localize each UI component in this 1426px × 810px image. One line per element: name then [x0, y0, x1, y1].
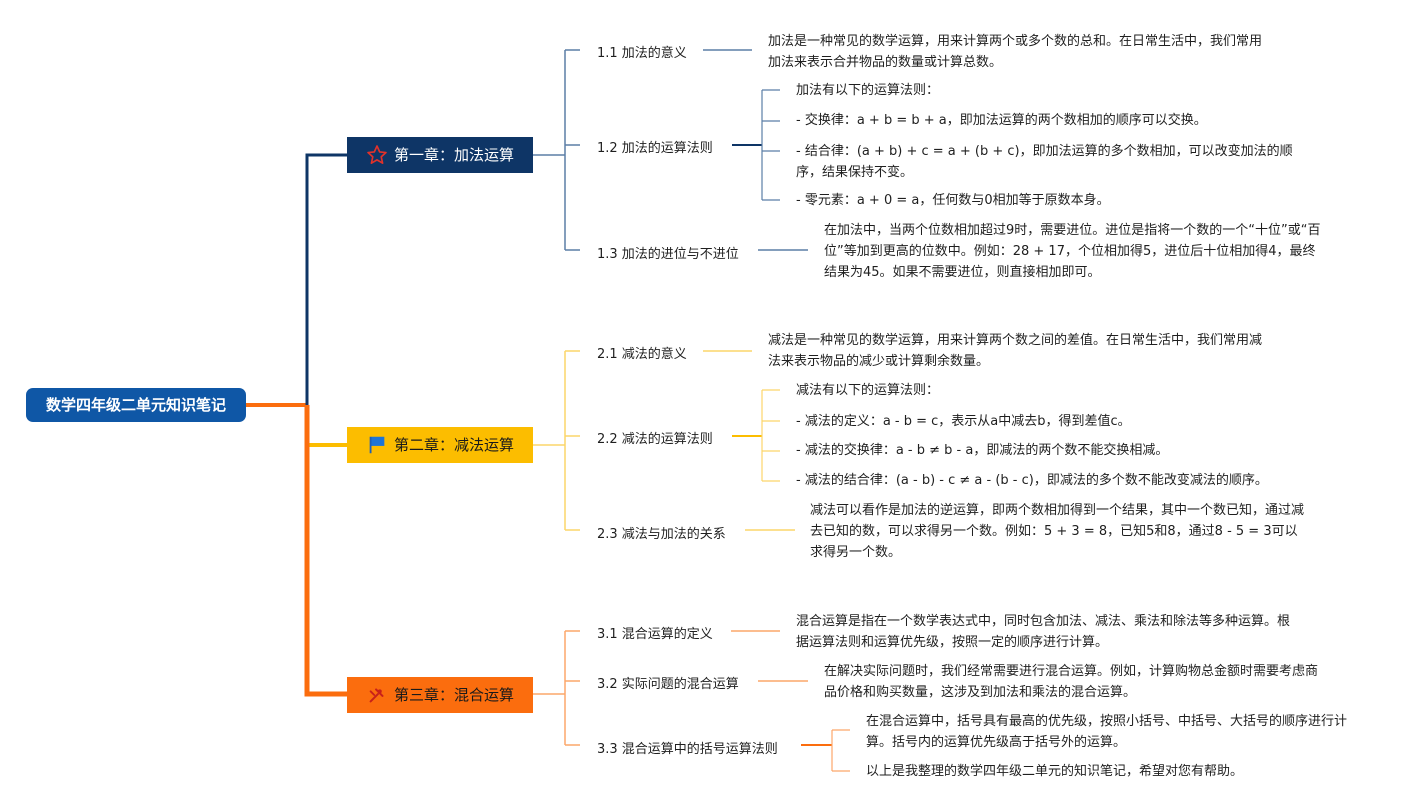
section-3-3[interactable]: 3.3 混合运算中的括号运算法则	[597, 742, 778, 757]
tools-icon	[366, 684, 388, 706]
note-1-3-1: 在加法中，当两个位数相加超过9时，需要进位。进位是指将一个数的一个“十位”或“百…	[824, 223, 1321, 280]
note-2-2-1: 减法有以下的运算法则：	[796, 383, 940, 398]
section-2-2[interactable]: 2.2 减法的运算法则	[597, 432, 713, 447]
note-3-1-1: 混合运算是指在一个数学表达式中，同时包含加法、减法、乘法和除法等多种运算。根据运…	[796, 614, 1291, 650]
section-1-2[interactable]: 1.2 加法的运算法则	[597, 141, 713, 156]
section-1-2-stubs	[762, 89, 780, 201]
note-2-2-3: - 减法的交换律：a - b ≠ b - a，即减法的两个数不能交换相减。	[796, 443, 1169, 458]
section-3-2[interactable]: 3.2 实际问题的混合运算	[597, 677, 739, 692]
chapter-3-section-stubs	[565, 630, 580, 746]
star-icon	[366, 144, 388, 166]
chapter-2-node[interactable]: 第二章：减法运算	[347, 427, 533, 463]
root-to-chapter-2-line	[305, 405, 347, 447]
section-1-1[interactable]: 1.1 加法的意义	[597, 46, 687, 61]
note-1-2-3: - 结合律：(a + b) + c = a + (b + c)，即加法运算的多个…	[796, 144, 1293, 180]
flag-icon	[366, 434, 388, 456]
root-topic[interactable]: 数学四年级二单元知识笔记	[26, 388, 246, 422]
chapter-1-title: 第一章：加法运算	[393, 146, 514, 164]
chapter-3-title: 第三章：混合运算	[393, 686, 514, 704]
note-3-3-2: 以上是我整理的数学四年级二单元的知识笔记，希望对您有帮助。	[866, 764, 1244, 779]
section-2-2-stubs	[762, 389, 780, 482]
section-1-3[interactable]: 1.3 加法的进位与不进位	[597, 247, 739, 262]
note-2-2-2: - 减法的定义：a - b = c，表示从a中减去b，得到差值c。	[796, 414, 1131, 429]
note-3-3-1: 在混合运算中，括号具有最高的优先级，按照小括号、中括号、大括号的顺序进行计算。括…	[866, 714, 1348, 750]
note-2-2-4: - 减法的结合律：(a - b) - c ≠ a - (b - c)，即减法的多…	[796, 473, 1268, 488]
section-3-1[interactable]: 3.1 混合运算的定义	[597, 627, 713, 642]
root-to-chapter-1-line	[305, 153, 347, 405]
chapter-1-node[interactable]: 第一章：加法运算	[347, 137, 533, 173]
root-title: 数学四年级二单元知识笔记	[45, 396, 226, 414]
chapter-2-title: 第二章：减法运算	[393, 436, 514, 454]
note-3-2-1: 在解决实际问题时，我们经常需要进行混合运算。例如，计算购物总金额时需要考虑商品价…	[824, 664, 1319, 700]
note-1-2-4: - 零元素：a + 0 = a，任何数与0相加等于原数本身。	[796, 193, 1110, 208]
root-to-chapter-3-line	[304, 405, 347, 697]
note-1-2-2: - 交换律：a + b = b + a，即加法运算的两个数相加的顺序可以交换。	[796, 113, 1207, 128]
note-1-2-1: 加法有以下的运算法则：	[796, 83, 940, 98]
note-1-1-1: 加法是一种常见的数学运算，用来计算两个或多个数的总和。在日常生活中，我们常用加法…	[768, 34, 1263, 70]
chapter-3-node[interactable]: 第三章：混合运算	[347, 677, 533, 713]
chapter-1-section-stubs	[565, 49, 580, 251]
section-2-3[interactable]: 2.3 减法与加法的关系	[597, 527, 726, 542]
section-2-1[interactable]: 2.1 减法的意义	[597, 347, 687, 362]
section-3-3-stubs	[832, 729, 850, 772]
note-2-1-1: 减法是一种常见的数学运算，用来计算两个数之间的差值。在日常生活中，我们常用减法来…	[768, 333, 1263, 369]
note-2-3-1: 减法可以看作是加法的逆运算，即两个数相加得到一个结果，其中一个数已知，通过减去已…	[810, 503, 1305, 560]
chapter-2-section-stubs	[565, 350, 580, 531]
